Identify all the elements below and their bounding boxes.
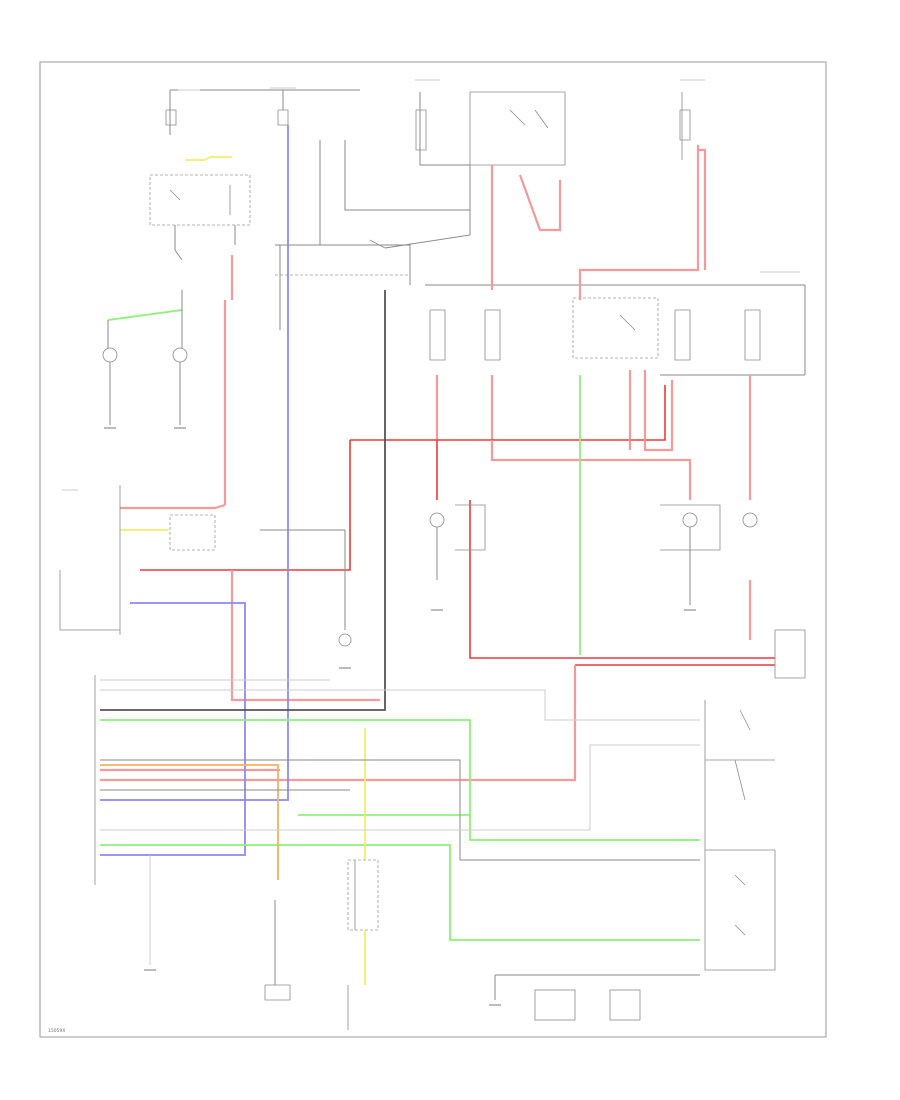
red-wires [100, 145, 775, 782]
green-wires [100, 309, 700, 941]
top-power-bus [165, 89, 691, 166]
bottom-right-cluster [489, 974, 700, 1021]
bottom-components [144, 855, 379, 1030]
blue-wires [100, 125, 289, 856]
headlight-relay [149, 156, 251, 261]
dimmer-relay [275, 140, 471, 330]
left-lamps [102, 290, 188, 429]
yellow-orange-wires [100, 529, 366, 985]
engine-room-bus [425, 284, 806, 376]
diagram-frame [39, 61, 827, 1038]
right-switch-blocks [704, 700, 776, 971]
tiny-label-marks [62, 79, 800, 491]
combination-meter [59, 485, 216, 635]
center-lamps [429, 504, 806, 679]
center-ground [338, 633, 352, 669]
diagram-id: 15059X [48, 1028, 65, 1034]
black-gray-wires [100, 290, 700, 861]
